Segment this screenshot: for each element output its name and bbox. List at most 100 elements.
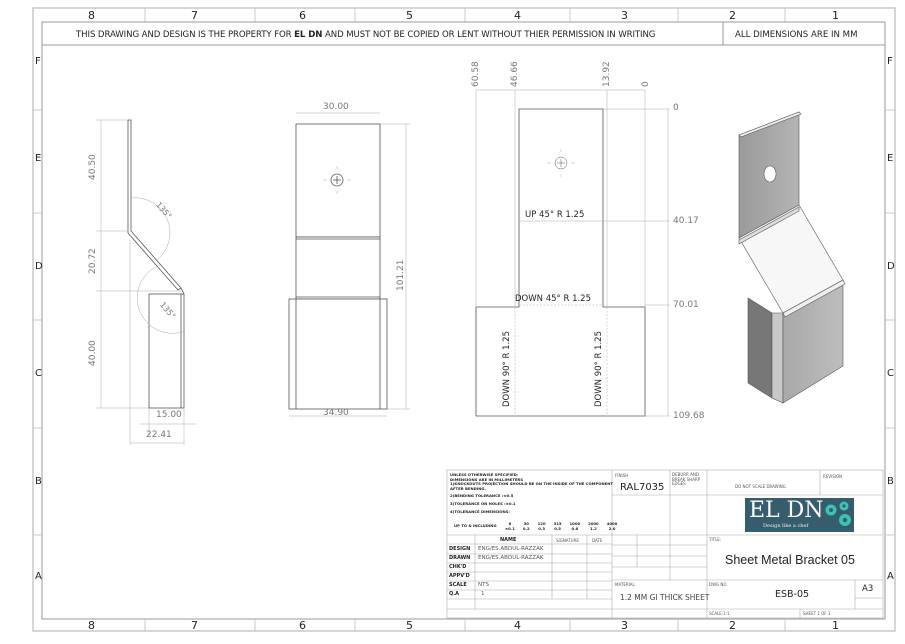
finish-value: RAL7035	[620, 482, 665, 493]
note-line: DIMENSIONS ARE IN MILLIMETERS	[450, 476, 524, 482]
note-line: UNLESS OTHERWISE SPECIFIED:	[450, 472, 519, 477]
column-label: 6	[299, 619, 306, 632]
row-label: E	[887, 153, 894, 164]
tol-size: 1000	[569, 521, 581, 526]
role-qa: Q.A	[449, 591, 460, 597]
company-logo: EL DN Design like a chef	[745, 498, 854, 532]
x-ordinate: 13.92	[602, 61, 612, 87]
gear-icon	[825, 501, 851, 526]
column-label: 4	[514, 9, 521, 22]
col-date: DATE	[592, 538, 603, 543]
row-label: A	[887, 571, 894, 582]
y-ordinate: 40.17	[673, 216, 699, 226]
units-note: ALL DIMENSIONS ARE IN MM	[735, 30, 858, 40]
column-label: 5	[406, 9, 413, 22]
col-name: NAME	[500, 537, 517, 543]
design-name: ENG/ES.ABDUL-RAZZAK	[478, 546, 544, 552]
row-label: F	[35, 56, 41, 67]
row-label: D	[887, 261, 895, 272]
row-label: D	[35, 261, 43, 272]
dim-inner-width: 15.00	[156, 410, 182, 420]
do-not-scale: DO NOT SCALE DRAWING	[735, 484, 786, 489]
row-label: C	[887, 368, 894, 379]
tol-value: 2.0	[608, 526, 616, 531]
deburr-note: DEBURR AND BREAK SHARP EDGES	[672, 472, 701, 487]
isometric-view	[738, 111, 846, 404]
dim-overall-height: 101.21	[396, 259, 406, 292]
row-label: C	[35, 368, 42, 379]
dim-overall-width: 22.41	[146, 430, 172, 440]
role-approved: APPV'D	[449, 573, 470, 579]
x-ordinate: 46.66	[510, 61, 520, 87]
role-checked: CHK'D	[449, 564, 467, 570]
dwg-no: ESB-05	[775, 589, 810, 600]
tol-value: 1.2	[590, 526, 597, 531]
column-label: 8	[88, 9, 95, 22]
role-drawn: DRAWN	[449, 555, 471, 561]
tol-value: 0.2	[522, 526, 530, 531]
qa-value: 1	[481, 591, 485, 597]
notice-brand: EL DN	[294, 30, 323, 40]
dim-bottom-height: 40.00	[88, 340, 98, 366]
tol-size: 30	[523, 521, 529, 526]
row-label: A	[35, 571, 42, 582]
note-line: 2)BENDING TOLERANCE :±0.5	[450, 493, 514, 499]
note-line: 4)TOLERANCE DIMENSIONS:	[450, 508, 510, 514]
tol-value: 0.3	[538, 526, 545, 531]
row-label: E	[35, 153, 42, 164]
sheet-number: SHEET 1 OF 1	[803, 611, 831, 616]
column-label: 2	[729, 9, 736, 22]
dwg-no-label: DWG NO.	[709, 582, 728, 587]
column-label: 6	[299, 9, 306, 22]
tol-size: 2000	[588, 521, 599, 526]
tol-value: ±0.1	[505, 526, 515, 531]
column-label: 4	[514, 619, 521, 632]
dim-top-height: 40.50	[88, 154, 98, 180]
tol-value: 0.8	[571, 526, 579, 531]
column-label: 5	[406, 619, 413, 632]
x-ordinate: 60.58	[471, 61, 481, 87]
drawing-title: Sheet Metal Bracket 05	[725, 553, 855, 567]
role-design: DESIGN	[449, 546, 471, 552]
dim-mid-height: 20.72	[88, 248, 98, 274]
tol-size: 6	[508, 521, 512, 526]
drawn-name: ENG/ES.ABDUL-RAZZAK	[478, 555, 544, 561]
notice-suffix: AND MUST NOT BE COPIED OR LENT WITHOUT T…	[322, 30, 656, 40]
tol-value: 0.5	[554, 526, 561, 531]
row-label: F	[887, 56, 893, 67]
material-value: 1.2 MM GI THICK SHEET	[620, 593, 710, 602]
scale-value: NTS	[478, 582, 489, 588]
note-line: 3)TOLERANCE ON HOLES :±0.1	[450, 500, 516, 506]
y-ordinate: 0	[673, 103, 679, 113]
tol-size: 315	[553, 521, 562, 526]
logo-name: EL DN	[749, 498, 824, 523]
logo-tagline: Design like a chef	[763, 523, 809, 529]
col-signature: SIGNATURE	[556, 538, 579, 543]
column-label: 7	[191, 9, 198, 22]
column-label: 8	[88, 619, 95, 632]
note-line: 1)KNOCKOUTS PROJECTION SHOULD BE ON THE …	[450, 481, 614, 487]
sheet-size: A3	[862, 584, 874, 594]
role-scale: SCALE	[449, 582, 467, 588]
side-view	[127, 119, 185, 409]
column-label: 1	[832, 9, 839, 22]
y-ordinate: 70.01	[673, 300, 699, 310]
row-label: B	[35, 476, 42, 487]
tol-size: 4000	[606, 521, 618, 526]
x-ordinate: 0	[641, 81, 651, 87]
general-notes: UNLESS OTHERWISE SPECIFIED: DIMENSIONS A…	[450, 472, 614, 514]
column-label: 3	[621, 9, 628, 22]
title-block	[446, 469, 884, 619]
revision-label: REVISION	[823, 474, 843, 479]
dim-top-width: 30.00	[323, 102, 349, 112]
column-label: 1	[832, 619, 839, 632]
scale-note: SCALE:1:1	[709, 611, 730, 616]
note-line: AFTER BENDING.	[450, 485, 486, 491]
tol-size: 120	[537, 521, 546, 526]
finish-label: FINISH	[615, 473, 629, 478]
front-view	[288, 123, 388, 410]
bend-note-down90-right: DOWN 90° R 1.25	[594, 330, 604, 407]
dim-bottom-width: 34.90	[323, 408, 349, 418]
